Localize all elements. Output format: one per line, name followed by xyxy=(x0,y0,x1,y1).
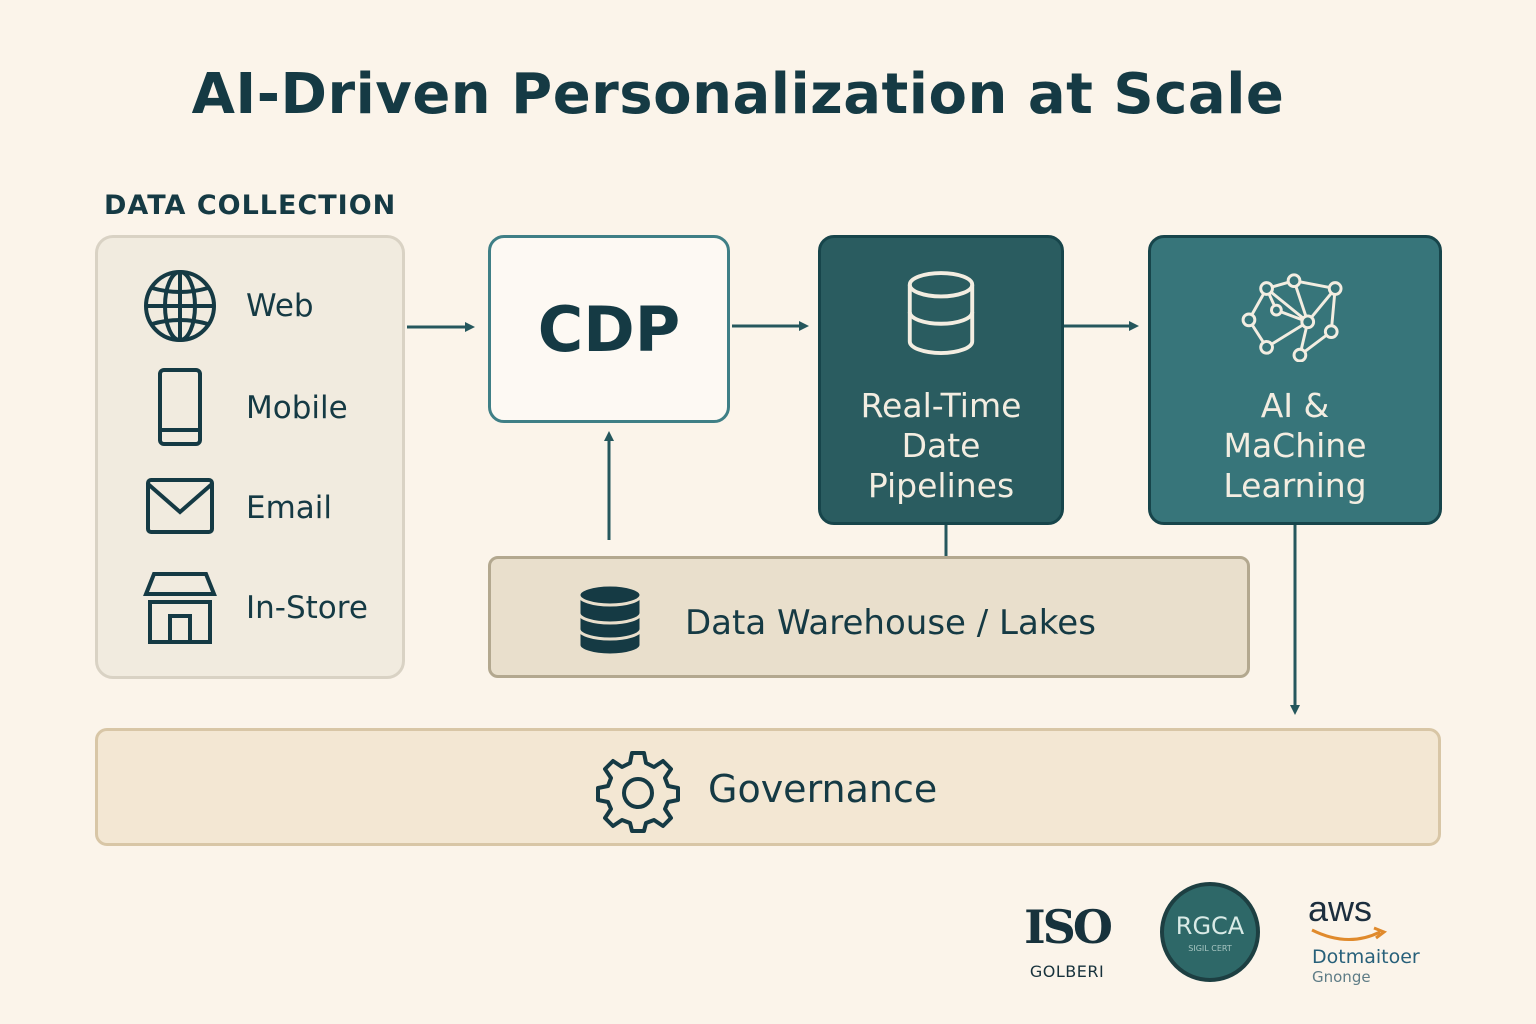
warehouse-box[interactable]: Data Warehouse / Lakes xyxy=(488,556,1250,678)
pipelines-box[interactable]: Real-Time Date Pipelines xyxy=(818,235,1064,525)
iso-logo-subtext: GOLBERI xyxy=(1029,962,1105,981)
source-mobile[interactable]: Mobile xyxy=(98,368,402,448)
ml-line-3: Learning xyxy=(1223,466,1367,505)
database-icon xyxy=(577,583,643,657)
storefront-icon xyxy=(143,572,217,644)
pipelines-line-3: Pipelines xyxy=(867,466,1015,505)
globe-icon xyxy=(144,270,216,342)
envelope-icon xyxy=(146,478,214,534)
source-web[interactable]: Web xyxy=(98,266,402,346)
warehouse-label: Data Warehouse / Lakes xyxy=(685,603,1096,643)
source-in-store[interactable]: In-Store xyxy=(98,568,402,648)
governance-label: Governance xyxy=(708,767,938,811)
pipelines-label: Real-Time Date Pipelines xyxy=(821,386,1061,506)
source-email[interactable]: Email xyxy=(98,468,402,548)
ml-line-1: AI & xyxy=(1260,386,1330,425)
rgca-seal-subtext: SIGIL CERT xyxy=(1188,943,1232,953)
neural-network-icon xyxy=(1241,273,1343,362)
pipelines-line-1: Real-Time xyxy=(860,386,1022,425)
ml-line-2: MaChine xyxy=(1223,426,1367,465)
source-label-mobile: Mobile xyxy=(246,390,348,426)
gear-icon xyxy=(596,751,680,833)
data-sources-panel: Web Mobile Email In-Store xyxy=(95,235,405,679)
aws-logo-subtext-2: Gnonge xyxy=(1312,968,1371,986)
governance-bar[interactable]: Governance xyxy=(95,728,1441,846)
database-icon xyxy=(907,271,975,355)
aws-smile-icon xyxy=(1311,926,1388,942)
source-label-web: Web xyxy=(246,288,314,324)
source-label-email: Email xyxy=(246,490,333,526)
ml-label: AI & MaChine Learning xyxy=(1151,386,1439,506)
cdp-box[interactable]: CDP xyxy=(488,235,730,423)
rgca-seal-text: RGCA xyxy=(1175,911,1245,940)
source-label-in-store: In-Store xyxy=(246,590,368,626)
rgca-seal: RGCA SIGIL CERT xyxy=(1160,882,1260,982)
aws-logo: aws xyxy=(1308,888,1373,929)
mobile-phone-icon xyxy=(158,368,202,446)
data-collection-label: DATA COLLECTION xyxy=(104,190,397,221)
aws-logo-subtext-1: Dotmaitoer xyxy=(1312,946,1420,968)
cdp-label: CDP xyxy=(537,292,681,366)
page-title: AI-Driven Personalization at Scale xyxy=(191,62,1285,127)
pipelines-line-2: Date xyxy=(901,426,981,465)
ml-box[interactable]: AI & MaChine Learning xyxy=(1148,235,1442,525)
iso-logo: ISO xyxy=(1024,900,1113,954)
